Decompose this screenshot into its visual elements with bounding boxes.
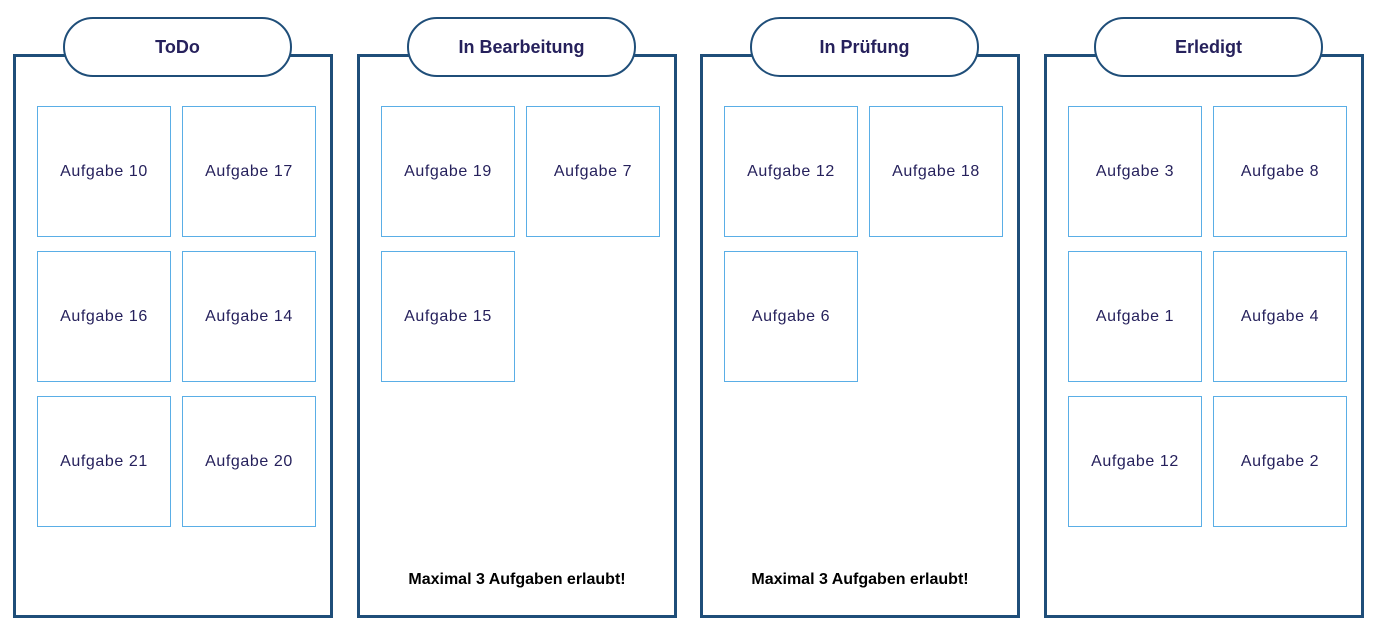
task-card[interactable]: Aufgabe 1: [1068, 251, 1202, 382]
task-card[interactable]: Aufgabe 7: [526, 106, 660, 237]
column-in-pruefung: In Prüfung Aufgabe 12 Aufgabe 18 Aufgabe…: [700, 17, 1020, 618]
task-card[interactable]: Aufgabe 12: [1068, 396, 1202, 527]
task-card[interactable]: Aufgabe 17: [182, 106, 316, 237]
column-header-todo: ToDo: [63, 17, 292, 77]
task-card[interactable]: Aufgabe 16: [37, 251, 171, 382]
task-card[interactable]: Aufgabe 6: [724, 251, 858, 382]
task-card[interactable]: Aufgabe 20: [182, 396, 316, 527]
wip-limit-note: Maximal 3 Aufgaben erlaubt!: [751, 571, 969, 588]
column-in-bearbeitung: In Bearbeitung Aufgabe 19 Aufgabe 7 Aufg…: [357, 17, 677, 618]
task-card[interactable]: Aufgabe 4: [1213, 251, 1347, 382]
task-card[interactable]: Aufgabe 3: [1068, 106, 1202, 237]
column-erledigt: Erledigt Aufgabe 3 Aufgabe 8 Aufgabe 1 A…: [1044, 17, 1364, 618]
task-card[interactable]: Aufgabe 14: [182, 251, 316, 382]
wip-limit-note: Maximal 3 Aufgaben erlaubt!: [408, 571, 626, 588]
task-card[interactable]: Aufgabe 18: [869, 106, 1003, 237]
task-card[interactable]: Aufgabe 10: [37, 106, 171, 237]
task-card[interactable]: Aufgabe 15: [381, 251, 515, 382]
column-header-in-bearbeitung: In Bearbeitung: [407, 17, 636, 77]
task-card[interactable]: Aufgabe 8: [1213, 106, 1347, 237]
task-card[interactable]: Aufgabe 2: [1213, 396, 1347, 527]
column-todo: ToDo Aufgabe 10 Aufgabe 17 Aufgabe 16 Au…: [13, 17, 333, 618]
column-header-erledigt: Erledigt: [1094, 17, 1323, 77]
task-card[interactable]: Aufgabe 12: [724, 106, 858, 237]
column-header-in-pruefung: In Prüfung: [750, 17, 979, 77]
task-card[interactable]: Aufgabe 19: [381, 106, 515, 237]
task-card[interactable]: Aufgabe 21: [37, 396, 171, 527]
